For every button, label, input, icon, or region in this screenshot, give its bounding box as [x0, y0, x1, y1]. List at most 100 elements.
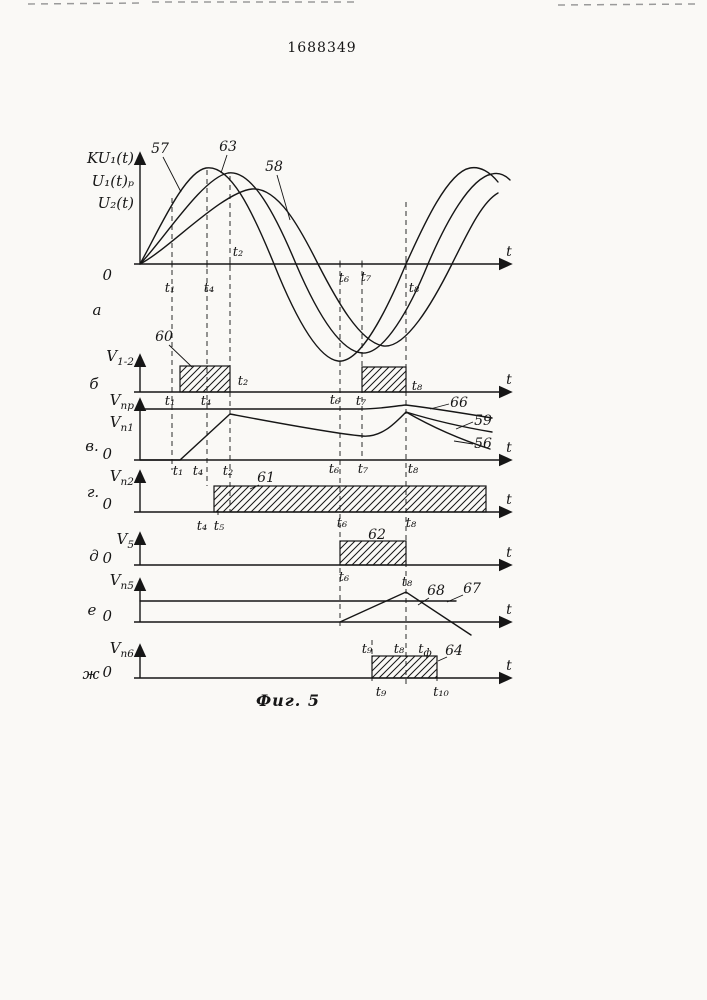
ylabel-u1tp: U₁(t)ₚ — [92, 172, 134, 190]
curve-number-68: 68 — [427, 583, 445, 599]
leader-64 — [437, 656, 448, 662]
pulse-number-61: 61 — [257, 470, 275, 486]
tick-zh-t9-top: t₉ — [362, 642, 373, 657]
curve-number-59: 59 — [474, 413, 492, 429]
row-e: Vп5 е 0 t₈ 68 67 t — [88, 571, 513, 636]
row-letter-e: е — [88, 601, 97, 619]
curve-vp1-59 — [139, 411, 493, 461]
tick-zh-tf: tф — [418, 642, 431, 659]
curve-number-66: 66 — [450, 395, 468, 411]
leader-66 — [429, 403, 450, 410]
tick-b-t7: t₇ — [356, 394, 367, 409]
signal-label-v5: V5 — [116, 530, 134, 551]
patent-number: 1688349 — [287, 40, 356, 56]
tick-g-t6: t₆ — [337, 516, 347, 531]
tick-d-t6: t₆ — [339, 570, 349, 585]
tick-g-t8: t₈ — [406, 516, 417, 531]
pulse-number-62: 62 — [368, 527, 386, 543]
tick-a-t2: t₂ — [233, 245, 243, 260]
signal-label-vp5: Vп5 — [110, 571, 135, 592]
curve-number-67: 67 — [463, 581, 481, 597]
pulse-vp2 — [213, 485, 487, 513]
tick-v-t7: t₇ — [358, 462, 369, 477]
row-b: V1-2 60 б t₂ t₈ t₁ t₄ t₆ t₇ t — [89, 329, 513, 409]
pulse-number-64: 64 — [445, 643, 463, 659]
tick-b-t4: t₄ — [201, 394, 211, 409]
tick-b-t8: t₈ — [412, 379, 423, 394]
tick-a-t6: t₆ — [339, 271, 349, 286]
curve-58 — [139, 188, 499, 347]
row-g: Vп2 г. 0 61 t₄ t₅ t₆ t₈ t — [87, 467, 513, 534]
pulse-v12-second — [361, 366, 407, 393]
leader-63 — [220, 154, 228, 174]
zero-label-a: 0 — [102, 266, 112, 284]
row-zh: Vп6 ж 0 t₉ t₈ tф 64 t₉ t₁₀ t — [82, 639, 513, 700]
curve-number-63: 63 — [219, 139, 237, 155]
tick-b-t2: t₂ — [238, 374, 248, 389]
axis-ticks-a — [171, 260, 407, 268]
pulse-v12-first — [179, 365, 231, 393]
tick-zh-t8-top: t₈ — [394, 642, 405, 657]
plot-a: KU₁(t) U₁(t)ₚ U₂(t) 57 63 58 0 а t t₁ t₄… — [86, 139, 513, 362]
zero-label-e: 0 — [102, 607, 112, 625]
t-axis-label-a: t — [506, 244, 512, 260]
row-d: V5 д 0 62 t₆ t — [89, 527, 513, 585]
curve-number-58: 58 — [265, 159, 283, 175]
row-letter-zh: ж — [82, 665, 99, 683]
pulse-v5 — [339, 540, 407, 566]
tick-v-t1: t₁ — [173, 464, 183, 479]
ylabel-ku1t: KU₁(t) — [86, 149, 134, 167]
curve-68-triangle — [339, 591, 472, 636]
t-axis-label-zh: t — [506, 658, 512, 674]
leader-57 — [162, 156, 182, 193]
row-letter-a: а — [93, 301, 102, 319]
tick-v-t6: t₆ — [329, 462, 339, 477]
pulse-number-60: 60 — [155, 329, 173, 345]
leader-58 — [276, 174, 291, 221]
curve-number-56: 56 — [474, 436, 492, 452]
tick-e-t8: t₈ — [402, 575, 413, 590]
zero-label-g: 0 — [102, 495, 112, 513]
leader-61 — [249, 484, 260, 490]
row-letter-g: г. — [87, 483, 99, 501]
tick-zh-t10: t₁₀ — [433, 685, 449, 700]
tick-a-t7: t₇ — [361, 270, 372, 285]
zero-label-zh: 0 — [102, 663, 112, 681]
row-letter-d: д — [89, 547, 99, 565]
tick-v-t2: t₂ — [223, 464, 233, 479]
tick-g-t5: t₅ — [214, 519, 225, 534]
signal-label-vp2: Vп2 — [110, 467, 135, 488]
signal-label-v12: V1-2 — [106, 347, 134, 368]
row-letter-b: б — [89, 375, 99, 393]
ylabel-u2t: U₂(t) — [98, 194, 135, 212]
curve-number-57: 57 — [151, 141, 169, 157]
zero-label-v: 0 — [102, 445, 112, 463]
tick-zh-t9: t₉ — [376, 685, 387, 700]
curve-branch-56 — [405, 411, 491, 450]
curve-57 — [139, 166, 499, 362]
figure-caption: Фиг. 5 — [256, 691, 320, 710]
curve-vpr-66 — [139, 404, 493, 419]
leader-56 — [453, 440, 474, 445]
signal-label-vpr: Vпр — [110, 391, 135, 412]
t-axis-label-d: t — [506, 545, 512, 561]
dashed-time-guides — [171, 170, 407, 684]
signal-label-vp1: Vп1 — [110, 413, 134, 434]
scan-edge-artifacts — [27, 1, 697, 6]
tick-b-t6: t₆ — [330, 393, 340, 408]
curve-63 — [139, 172, 511, 354]
t-axis-label-e: t — [506, 602, 512, 618]
tick-b-t1: t₁ — [165, 394, 175, 409]
leader-59 — [455, 421, 474, 430]
leader-67 — [446, 594, 464, 603]
edge-artifact-line — [27, 2, 141, 5]
edge-artifact-line — [557, 3, 697, 6]
tick-v-t4: t₄ — [193, 464, 203, 479]
leader-60 — [168, 344, 193, 368]
pulse-vp6 — [371, 655, 438, 679]
t-axis-label-b: t — [506, 372, 512, 388]
zero-label-d: 0 — [102, 549, 112, 567]
tick-v-t8: t₈ — [408, 462, 419, 477]
